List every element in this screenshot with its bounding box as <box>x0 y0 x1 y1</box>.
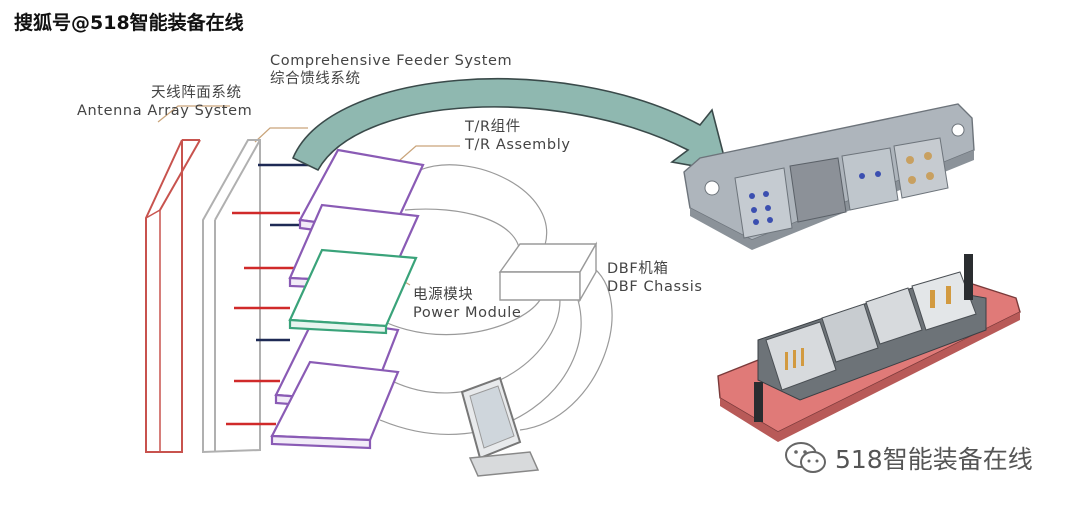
dbf-label-en: DBF Chassis <box>607 279 703 295</box>
dbf-chassis-label: DBF机箱 DBF Chassis <box>607 260 703 296</box>
antenna-label-en: Antenna Array System <box>77 103 253 119</box>
tr-label-en: T/R Assembly <box>465 137 571 153</box>
power-label-en: Power Module <box>413 305 522 321</box>
antenna-system-label: 天线阵面系统 Antenna Array System <box>77 84 252 120</box>
antenna-panel-rear <box>202 139 261 454</box>
power-module-label: 电源模块 Power Module <box>413 286 521 322</box>
watermark-bottom-text: 518智能装备在线 <box>835 445 1033 474</box>
signal-wires <box>349 164 613 435</box>
curved-arrow-icon <box>291 78 730 174</box>
feeder-label-zh: 综合馈线系统 <box>270 71 361 87</box>
feeder-label-en: Comprehensive Feeder System <box>270 53 513 69</box>
antenna-panel <box>145 139 201 453</box>
connector-gray <box>683 103 975 250</box>
feeder-system-label: Comprehensive Feeder System 综合馈线系统 <box>270 52 512 88</box>
tr-assembly-label: T/R组件 T/R Assembly <box>465 118 571 154</box>
connector-pink <box>717 254 1021 442</box>
tr-label-zh: T/R组件 <box>465 119 521 135</box>
wechat-icon <box>785 442 826 473</box>
watermark-bottom: 518智能装备在线 <box>783 440 1033 476</box>
dbf-label-zh: DBF机箱 <box>607 261 669 277</box>
power-module-shape <box>288 248 418 335</box>
tr-module-4 <box>270 360 400 450</box>
antenna-label-zh: 天线阵面系统 <box>151 85 242 101</box>
monitor-icon <box>460 376 540 477</box>
power-label-zh: 电源模块 <box>413 287 474 303</box>
dbf-chassis-shape <box>498 241 598 303</box>
watermark-top: 搜狐号@518智能装备在线 <box>14 12 244 34</box>
